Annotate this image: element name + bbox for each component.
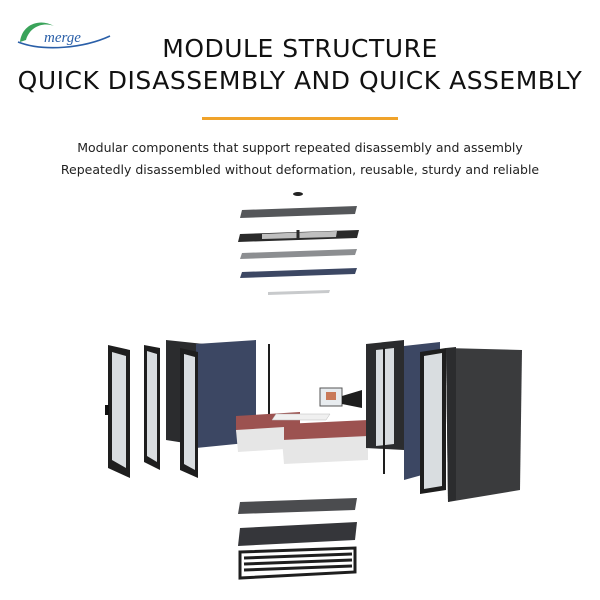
sofa-right-seat [282,436,368,464]
page-title: MODULE STRUCTURE [162,34,438,63]
roof-fabric [240,268,357,278]
table [271,413,331,421]
logo-swoosh [20,22,54,42]
floor-layers [238,498,357,580]
floor-carpet [238,498,357,514]
roof-panel [240,206,357,218]
tv-arm [342,390,362,408]
logo-text: merge [44,30,81,46]
roof-layers [238,192,359,295]
roof-trim [268,290,330,295]
description-line-2: Repeatedly disassembled without deformat… [60,162,540,177]
ceiling-light [293,192,303,196]
description-line-1: Modular components that support repeated… [77,140,523,155]
page-subtitle: QUICK DISASSEMBLY AND QUICK ASSEMBLY [17,66,583,95]
left-panels [105,340,270,478]
exploded-module-illustration [105,192,522,580]
orange-divider [202,117,398,120]
floor-frame [238,546,357,580]
merge-logo: merge [17,22,111,49]
furniture [236,387,368,464]
dark-panel-right [446,348,522,502]
floor-base [238,522,357,546]
right-panels [366,340,522,502]
roof-insulation [240,249,357,259]
